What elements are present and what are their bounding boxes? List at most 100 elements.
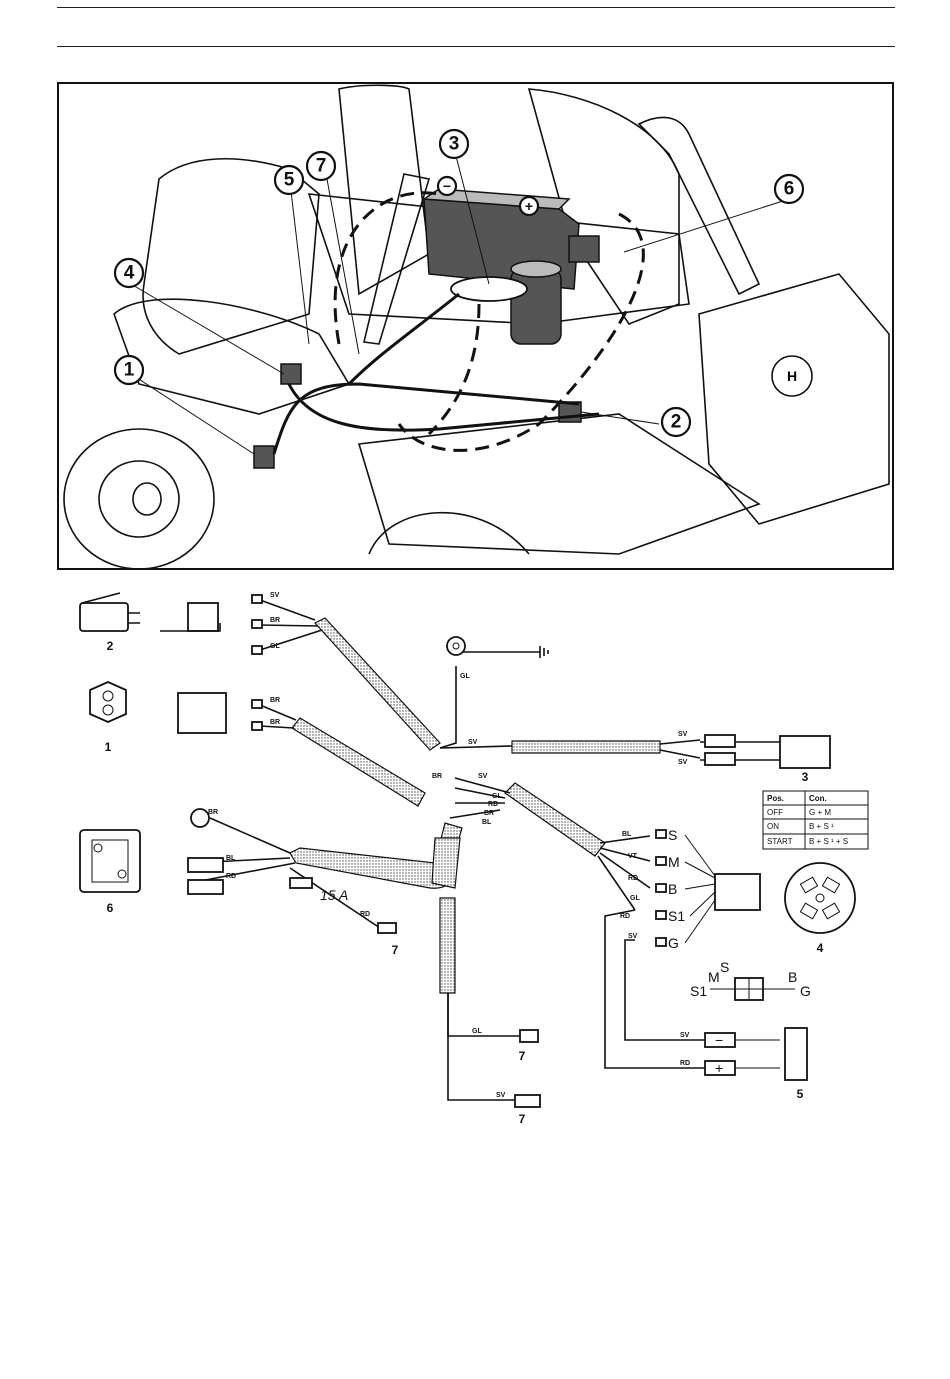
svg-text:SV: SV <box>496 1092 506 1099</box>
starter-top <box>511 261 561 277</box>
svg-text:SV: SV <box>678 731 688 738</box>
harness-junction <box>432 838 460 888</box>
svg-text:2: 2 <box>107 639 114 653</box>
solenoid-part <box>569 236 599 262</box>
wires-ignition <box>598 836 650 910</box>
leader-1 <box>131 374 254 454</box>
svg-text:SV: SV <box>678 759 688 766</box>
wire-sv-lamp <box>448 993 515 1100</box>
rear-wheel <box>369 513 529 554</box>
svg-text:4: 4 <box>124 263 135 284</box>
wires-starter <box>660 740 700 758</box>
svg-text:BR: BR <box>270 617 280 624</box>
fuse: 15 A <box>290 878 348 903</box>
svg-text:G + M: G + M <box>809 808 831 817</box>
ground-terminal <box>447 637 548 658</box>
ignition-table: Pos. Con. OFF G + M ON B + S ¹ START B +… <box>763 791 868 849</box>
svg-text:7: 7 <box>519 1049 526 1063</box>
front-wheel-tire <box>64 429 214 568</box>
svg-text:GL: GL <box>270 643 280 650</box>
svg-text:RD: RD <box>488 801 498 808</box>
svg-text:GL: GL <box>630 895 640 902</box>
svg-text:BL: BL <box>622 831 632 838</box>
husqvarna-logo-mark: H <box>787 368 797 384</box>
svg-text:RD: RD <box>226 873 236 880</box>
svg-text:15 A: 15 A <box>320 887 348 903</box>
svg-text:6: 6 <box>107 901 114 915</box>
harness-segment-upper-left <box>292 718 425 806</box>
mower-illustration: H 3 7 5 6 <box>57 82 894 570</box>
wire-ground <box>440 666 456 748</box>
svg-text:RD: RD <box>680 1060 690 1067</box>
steering-column <box>639 117 759 294</box>
svg-text:+: + <box>715 1060 723 1076</box>
seat-switch: 1 <box>90 682 226 754</box>
svg-text:BL: BL <box>226 855 236 862</box>
header-rule-bottom <box>57 46 895 47</box>
svg-text:5: 5 <box>797 1087 804 1101</box>
front-grille <box>114 299 349 414</box>
svg-text:ON: ON <box>767 822 779 831</box>
svg-text:Pos.: Pos. <box>767 794 784 803</box>
connector-pinout: S1 M S B G <box>690 959 811 1000</box>
harness-segment-top <box>315 618 440 750</box>
wire-sv-junction <box>440 746 512 748</box>
svg-text:RD: RD <box>620 913 630 920</box>
harness-segment-starter <box>512 741 660 753</box>
svg-text:−: − <box>715 1032 723 1048</box>
callout-7: 7 <box>307 152 335 180</box>
wiring-svg: 2 1 3 <box>60 578 890 1133</box>
ignition-terminals: S M B S1 G <box>668 827 760 951</box>
svg-text:1: 1 <box>124 360 135 381</box>
front-wheel-hub <box>133 483 161 515</box>
leader-6 <box>624 199 789 252</box>
battery-positive-terminal: + <box>520 197 538 215</box>
wire-gl-lamp <box>448 993 520 1036</box>
svg-text:Con.: Con. <box>809 794 827 803</box>
leader-7 <box>327 179 359 354</box>
svg-text:OFF: OFF <box>767 808 783 817</box>
svg-text:SV: SV <box>628 933 638 940</box>
svg-text:+: + <box>525 198 533 214</box>
svg-text:S: S <box>668 827 677 843</box>
harness-segment-ignition <box>505 783 605 856</box>
mower-drawing: H 3 7 5 6 <box>59 84 892 568</box>
svg-text:SV: SV <box>270 592 280 599</box>
svg-text:−: − <box>443 178 451 194</box>
svg-text:GL: GL <box>460 673 470 680</box>
svg-text:5: 5 <box>284 170 295 191</box>
svg-text:SV: SV <box>478 773 488 780</box>
svg-text:G: G <box>668 935 679 951</box>
svg-text:B: B <box>788 969 797 985</box>
seat-switch-part <box>254 446 274 468</box>
svg-text:BR: BR <box>432 773 442 780</box>
fender-right <box>699 274 889 524</box>
svg-text:B + S ¹: B + S ¹ <box>809 822 834 831</box>
svg-text:START: START <box>767 837 793 846</box>
svg-text:7: 7 <box>519 1112 526 1126</box>
svg-text:M: M <box>708 969 720 985</box>
svg-text:S: S <box>720 959 729 975</box>
svg-text:1: 1 <box>105 740 112 754</box>
svg-text:BR: BR <box>270 697 280 704</box>
svg-text:BR: BR <box>208 809 218 816</box>
harness-segment-bottom <box>440 898 455 993</box>
svg-text:B + S ¹ + S: B + S ¹ + S <box>809 837 848 846</box>
svg-text:G: G <box>800 983 811 999</box>
ignition-switch: 4 <box>785 863 855 955</box>
svg-text:BR: BR <box>270 719 280 726</box>
svg-text:7: 7 <box>392 943 399 957</box>
starter-motor <box>511 269 561 344</box>
lamp-bottom: 7 <box>515 1095 540 1126</box>
svg-text:3: 3 <box>449 134 460 155</box>
svg-text:GL: GL <box>492 793 502 800</box>
lamp-top: 7 <box>378 923 399 957</box>
callout-4: 4 <box>115 259 143 287</box>
callout-5: 5 <box>275 166 303 194</box>
seat-back-left <box>339 85 429 294</box>
header-rule-top <box>57 7 895 8</box>
callout-6: 6 <box>775 175 803 203</box>
svg-text:M: M <box>668 854 680 870</box>
svg-text:RD: RD <box>628 875 638 882</box>
svg-text:2: 2 <box>671 412 682 433</box>
